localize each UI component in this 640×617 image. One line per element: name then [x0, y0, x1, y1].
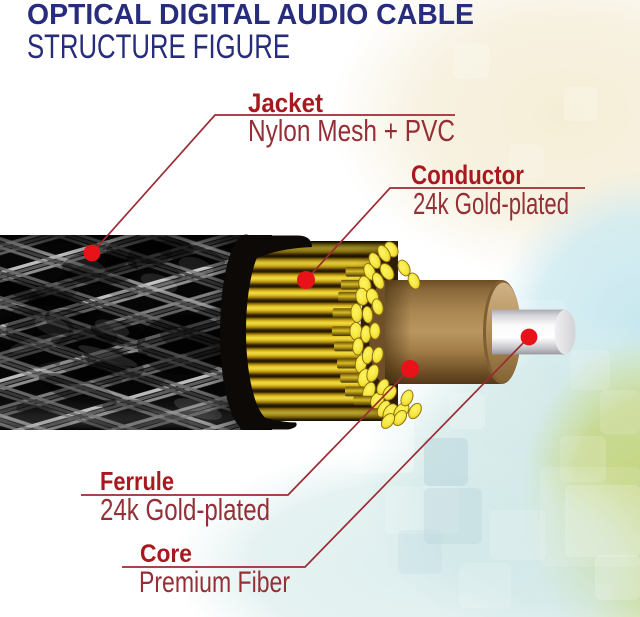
svg-text:Ferrule: Ferrule: [100, 466, 174, 496]
svg-text:24k Gold-plated: 24k Gold-plated: [100, 492, 270, 527]
svg-text:Nylon Mesh + PVC: Nylon Mesh + PVC: [248, 113, 455, 148]
svg-text:Jacket: Jacket: [248, 88, 323, 118]
svg-text:Conductor: Conductor: [411, 160, 524, 190]
svg-text:Premium Fiber: Premium Fiber: [139, 566, 290, 599]
svg-text:Core: Core: [140, 540, 192, 568]
svg-text:STRUCTURE FIGURE: STRUCTURE FIGURE: [27, 28, 290, 66]
svg-text:24k Gold-plated: 24k Gold-plated: [413, 186, 569, 221]
svg-text:OPTICAL DIGITAL AUDIO CABLE: OPTICAL DIGITAL AUDIO CABLE: [27, 0, 474, 31]
